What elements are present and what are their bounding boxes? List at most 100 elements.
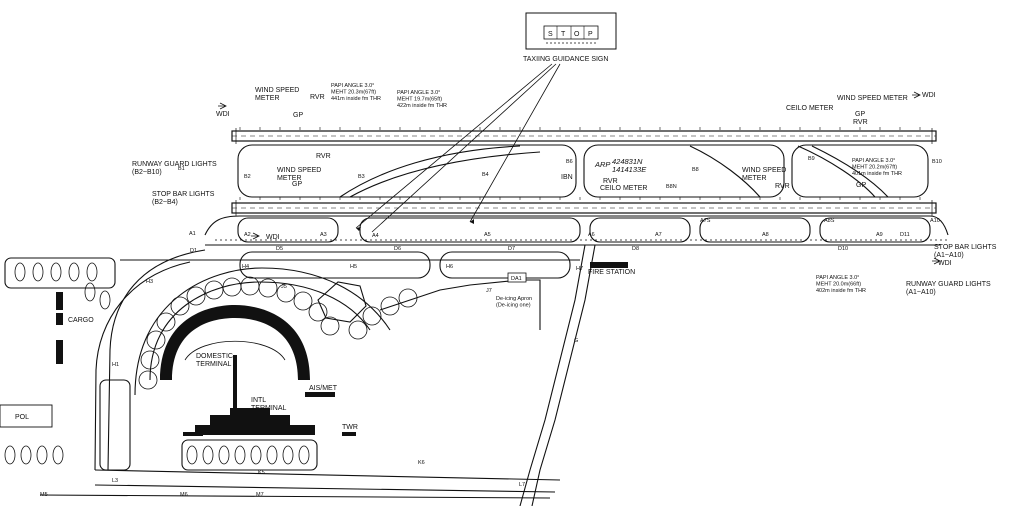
taxiway-label-da1: DA1 xyxy=(511,276,522,282)
taxiway-label-a4: A4 xyxy=(372,233,379,239)
taxiway-label-m6: M6 xyxy=(180,492,188,498)
runway-guard-lights-label: RUNWAY GUARD LIGHTS(B2~B10) xyxy=(132,161,217,176)
rvr-label: RVR xyxy=(853,119,868,126)
papi-label: PAPI ANGLE 3.0°MEHT 19.7m(65ft)422m insi… xyxy=(397,90,447,109)
taxiway-label-d5: D5 xyxy=(276,246,283,252)
ceilo-meter-label: CEILO METER xyxy=(786,105,833,112)
arp-label: ARP xyxy=(594,160,610,169)
taxiway-label-b2: B2 xyxy=(244,174,251,180)
taxiway-label-m5: M5 xyxy=(40,492,48,498)
taxiway-label-l7: L7 xyxy=(519,482,525,488)
taxiway-label-h5: H5 xyxy=(350,264,357,270)
south-parallel-taxiway xyxy=(204,215,950,246)
papi-label: PAPI ANGLE 3.0°MEHT 20.3m(67ft)441m insi… xyxy=(331,83,381,102)
wdi-label: WDI xyxy=(216,111,230,118)
taxiway-label-h3: H3 xyxy=(146,279,153,285)
taxiway-label-h6: H6 xyxy=(446,264,453,270)
taxiway-label-b9: B9 xyxy=(808,156,815,162)
taxiway-label-d10: D10 xyxy=(838,246,848,252)
gp-label: GP xyxy=(855,111,865,118)
rvr-label: RVR xyxy=(775,183,790,190)
runway-edge-lights xyxy=(239,127,921,200)
rvr-label: RVR xyxy=(603,178,618,185)
sign-title: TAXIING GUIDANCE SIGN xyxy=(523,56,608,63)
gp-label: GP xyxy=(856,182,866,189)
pol-label: POL xyxy=(15,414,29,421)
taxiway-label-a3: A3 xyxy=(320,232,327,238)
rvr-label: RVR xyxy=(316,153,331,160)
taxiway-label-k6: K6 xyxy=(418,460,425,466)
taxiway-label-m7: M7 xyxy=(256,492,264,498)
runway-b xyxy=(231,128,937,144)
taxiway-label-j5: J5 xyxy=(281,284,287,290)
runway-a xyxy=(231,200,937,216)
stop-bar-lights-label: STOP BAR LIGHTS(B2~B4) xyxy=(152,191,215,206)
taxiway-label-b8n: B8N xyxy=(666,184,677,190)
papi-label: PAPI ANGLE 3.0°MEHT 20.0m(66ft)402m insi… xyxy=(816,275,866,294)
apron-network xyxy=(4,244,596,506)
taxiway-label-a8: A8 xyxy=(762,232,769,238)
ais-met-label: AIS/MET xyxy=(309,385,338,392)
taxiway-label-j7: J7 xyxy=(486,288,492,294)
runway-guard-lights-label: RUNWAY GUARD LIGHTS(A1~A10) xyxy=(906,281,991,296)
papi-label: PAPI ANGLE 3.0°MEHT 20.2m(67ft)401m insi… xyxy=(852,158,902,177)
sign-letter-t: T xyxy=(561,31,566,38)
wdi-label: WDI xyxy=(922,92,936,99)
wind-speed-meter-label: WIND SPEED METER xyxy=(837,95,908,102)
stop-bar-lights-label: STOP BAR LIGHTS(A1~A10) xyxy=(934,244,997,259)
taxiway-label-l3: L3 xyxy=(112,478,118,484)
taxiway-label-d7: D7 xyxy=(508,246,515,252)
taxiway-label-b10: B10 xyxy=(932,159,942,165)
taxiway-label-b6: B6 xyxy=(566,159,573,165)
taxiway-label-d8: D8 xyxy=(632,246,639,252)
taxiway-label-h1: H1 xyxy=(112,362,119,368)
taxiway-label-k5: K5 xyxy=(258,470,265,476)
ibn-label: IBN xyxy=(561,174,573,181)
ceilo-meter-label: CEILO METER xyxy=(600,185,647,192)
taxiway-label-b8: B8 xyxy=(692,167,699,173)
taxiway-label-a5: A5 xyxy=(484,232,491,238)
taxiway-label-a2: A2 xyxy=(244,232,251,238)
taxiway-label-a8s: A8S xyxy=(824,218,835,224)
taxiing-guidance-sign: S T O P TAXIING GUIDANCE SIGN xyxy=(355,12,617,233)
fire-station-label: FIRE STATION xyxy=(588,269,635,276)
mid-taxiway-system xyxy=(237,144,929,198)
twr-label: TWR xyxy=(342,424,358,431)
gp-label: GP xyxy=(292,181,302,188)
taxiway-label-a10: A10 xyxy=(930,218,940,224)
taxiway-label-a7: A7 xyxy=(655,232,662,238)
rvr-label: RVR xyxy=(310,94,325,101)
taxiway-label-a1: A1 xyxy=(189,231,196,237)
sign-letter-s: S xyxy=(548,31,553,38)
taxiway-label-h7: H7 xyxy=(576,266,583,272)
taxiway-label-a7s: A7S xyxy=(700,218,711,224)
wdi-label: WDI xyxy=(938,260,952,267)
taxiway-label-a9: A9 xyxy=(876,232,883,238)
taxiway-label-h4: H4 xyxy=(242,264,249,270)
taxiway-label-b1: B1 xyxy=(178,166,185,172)
cargo-label: CARGO xyxy=(68,317,94,324)
taxiway-label-b4: B4 xyxy=(482,172,489,178)
taxiway-label-a6: A6 xyxy=(588,232,595,238)
sign-letter-o: O xyxy=(574,31,580,38)
sign-letter-p: P xyxy=(588,31,593,38)
taxiway-label-b3: B3 xyxy=(358,174,365,180)
wdi-label: WDI xyxy=(266,234,280,241)
gp-label: GP xyxy=(293,112,303,119)
wdi-symbols xyxy=(218,91,941,265)
buildings xyxy=(0,262,628,436)
taxiway-label-d1: D1 xyxy=(190,248,197,254)
taxiway-label-d6: D6 xyxy=(394,246,401,252)
taxiway-label-g: G xyxy=(574,338,578,344)
deicing-apron-label: De-icing Apron(De-icing one) xyxy=(496,296,532,309)
taxiway-label-d11: D11 xyxy=(900,232,910,238)
